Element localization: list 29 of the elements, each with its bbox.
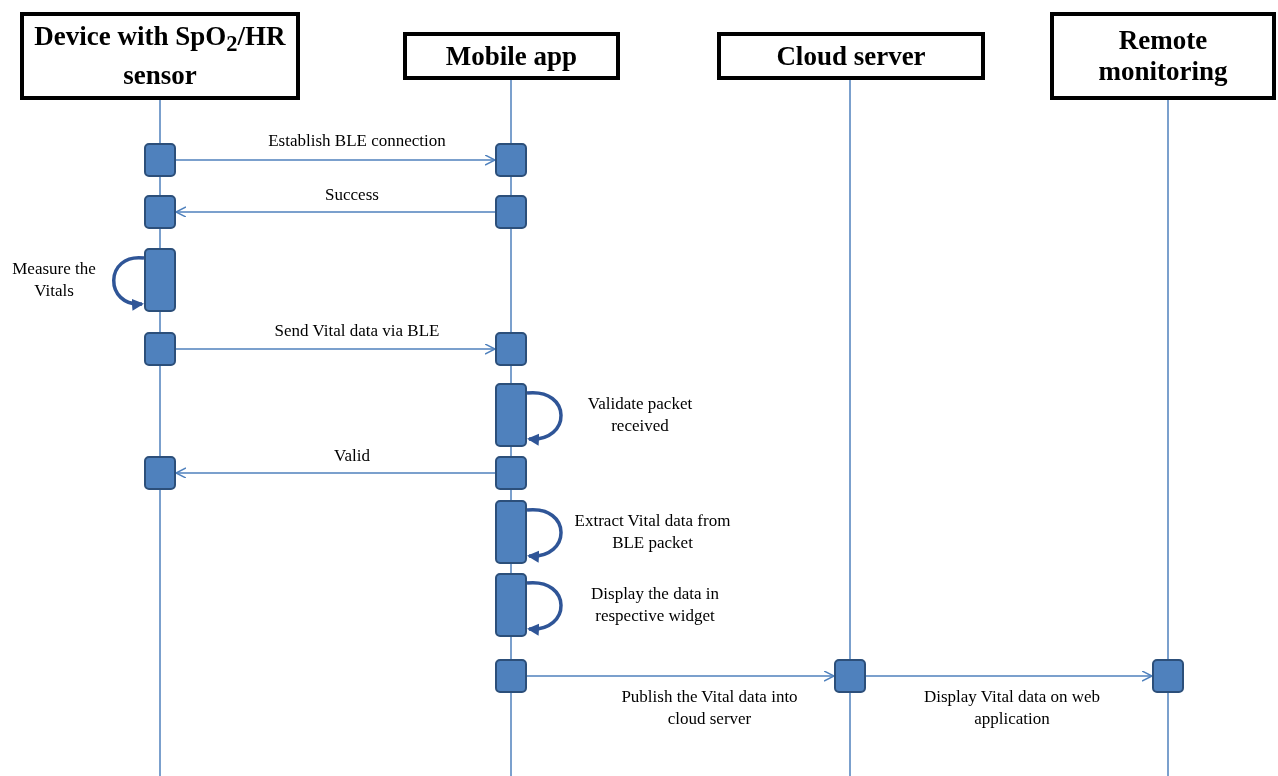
self-loop-arrow (527, 508, 563, 562)
message-arrow (175, 467, 496, 479)
self-loop-arrow (112, 256, 144, 310)
activation-bar (495, 500, 527, 564)
activation-bar (144, 195, 176, 229)
message-arrow (175, 154, 496, 166)
message-arrow (865, 670, 1153, 682)
message-arrow (175, 206, 496, 218)
activation-bar (144, 456, 176, 490)
participant-box: Remote monitoring (1050, 12, 1276, 100)
activation-bar (495, 659, 527, 693)
activation-bar (495, 573, 527, 637)
participant-box: Cloud server (717, 32, 985, 80)
activation-bar (495, 332, 527, 366)
activation-bar (495, 195, 527, 229)
activation-bar (1152, 659, 1184, 693)
activation-bar (834, 659, 866, 693)
activation-bar (495, 383, 527, 447)
message-arrow (175, 343, 496, 355)
self-loop-arrow (527, 581, 563, 635)
participant-box: Mobile app (403, 32, 620, 80)
activation-bar (495, 143, 527, 177)
activation-bar (144, 143, 176, 177)
activation-bar (495, 456, 527, 490)
self-loop-arrow (527, 391, 563, 445)
activation-bar (144, 248, 176, 312)
message-arrow (526, 670, 835, 682)
participant-box: Device with SpO$_{2}$/HR sensor (20, 12, 300, 100)
activation-bar (144, 332, 176, 366)
